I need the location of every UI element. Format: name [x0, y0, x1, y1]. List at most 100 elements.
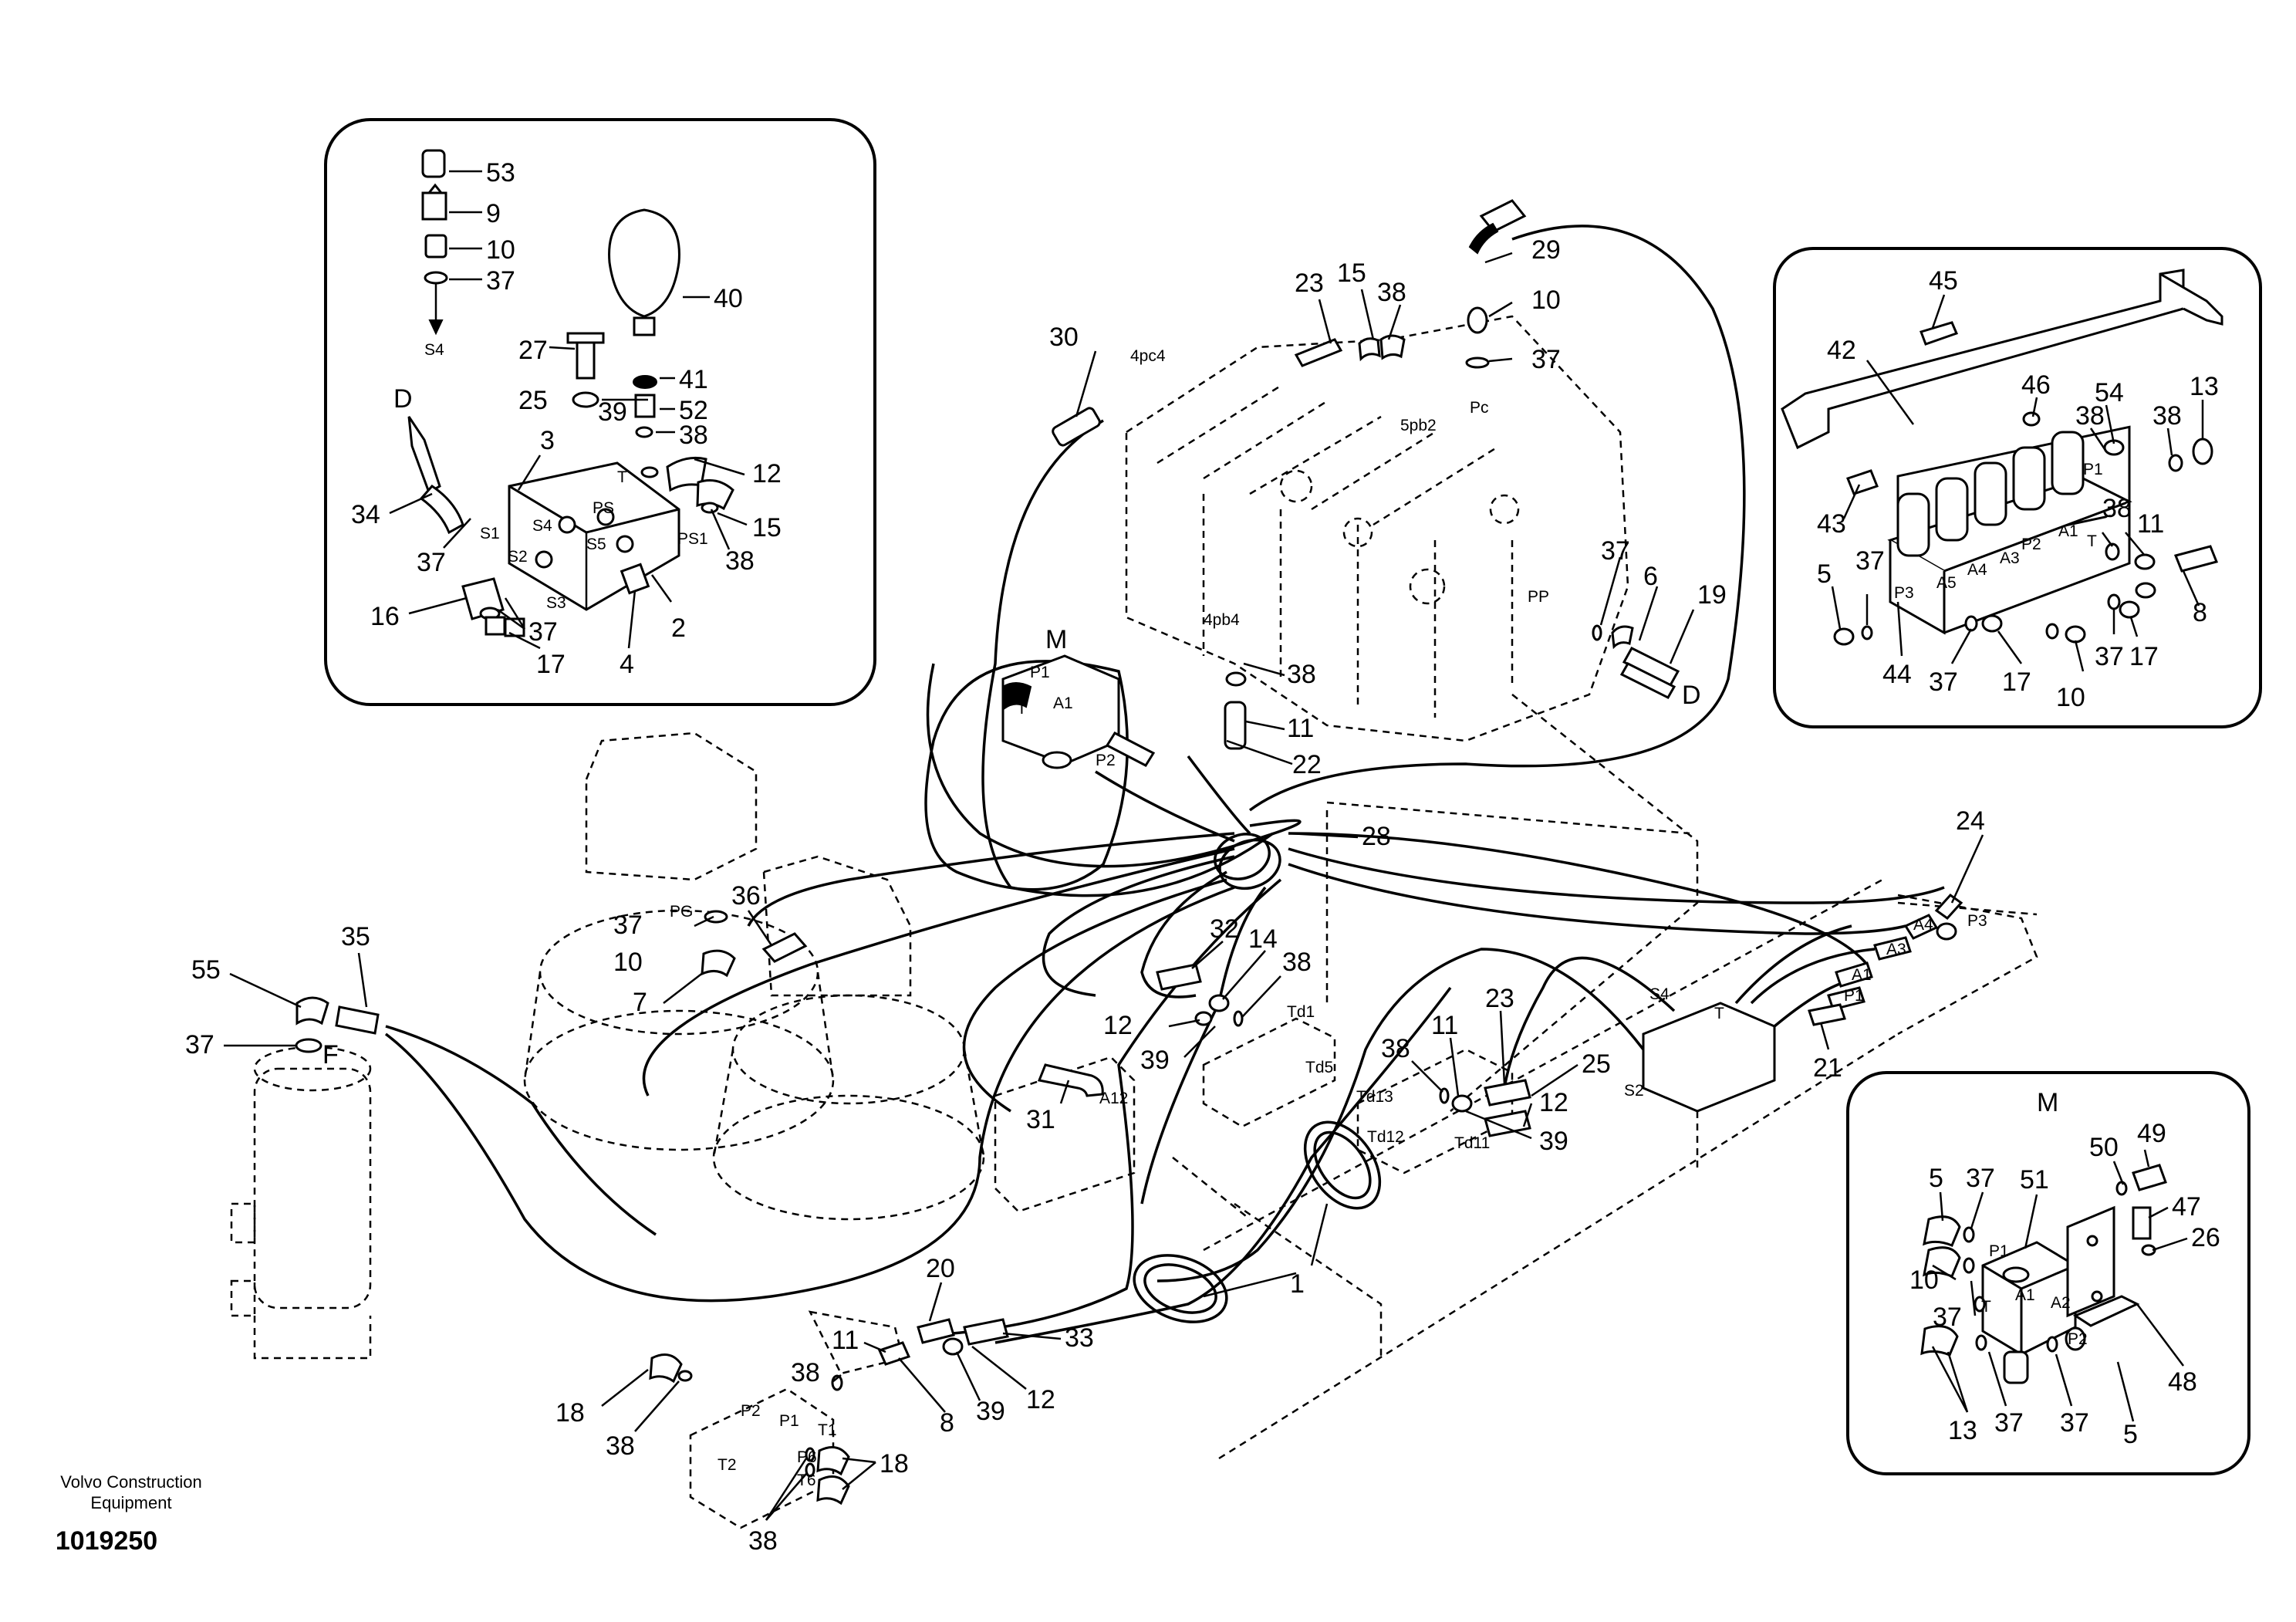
callout-2: 2	[671, 613, 686, 643]
callout-m: M	[1045, 625, 1067, 654]
port-a1: A1	[2015, 1286, 2035, 1304]
callout-35: 35	[341, 922, 370, 951]
callout-12: 12	[1103, 1011, 1133, 1040]
port-p1-right: P1	[1844, 987, 1864, 1005]
callout-33: 33	[1065, 1323, 1094, 1353]
port-a3: A3	[2000, 549, 2020, 567]
port-t: T	[2087, 532, 2097, 550]
callout-37: 37	[2060, 1408, 2089, 1438]
port-s5: S5	[586, 536, 606, 553]
callout-5: 5	[1929, 1164, 1943, 1193]
callout-39: 39	[976, 1397, 1005, 1426]
callout-40: 40	[714, 284, 743, 313]
callout-38: 38	[2152, 401, 2182, 431]
callout-25: 25	[518, 386, 548, 415]
port-pp: PP	[1528, 588, 1549, 606]
port-p1: P1	[1989, 1242, 2009, 1260]
callout-36: 36	[731, 881, 761, 911]
callout-15: 15	[752, 513, 782, 542]
callout-45: 45	[1929, 266, 1958, 296]
callout-39: 39	[1539, 1127, 1568, 1156]
callout-37: 37	[1994, 1408, 2024, 1438]
callout-46: 46	[2021, 370, 2051, 400]
callout-12: 12	[1026, 1385, 1055, 1414]
callout-38: 38	[1377, 278, 1406, 307]
port-s4-block: S4	[532, 517, 552, 535]
callout-31: 31	[1026, 1105, 1055, 1134]
callout-37: 37	[1933, 1303, 1962, 1332]
callout-20: 20	[926, 1254, 955, 1283]
main-callouts: 30 4pc4 23 15 38 29 10 37 Pc 5pb2 M P1 T…	[185, 235, 1987, 1556]
callout-38: 38	[725, 546, 755, 576]
callout-51: 51	[2020, 1165, 2049, 1195]
port-td5: Td5	[1305, 1059, 1333, 1076]
inset-top-left-parts	[407, 149, 734, 637]
callout-54: 54	[2095, 378, 2124, 407]
callout-26: 26	[2191, 1223, 2220, 1252]
callout-11: 11	[2137, 509, 2164, 539]
callout-38: 38	[679, 421, 708, 450]
callout-27: 27	[518, 336, 548, 365]
callout-38: 38	[2102, 494, 2132, 523]
port-s4: S4	[1649, 985, 1670, 1003]
port-p2-bottom: P2	[741, 1402, 761, 1420]
port-p3: P3	[1894, 584, 1914, 602]
callout-37: 37	[1966, 1164, 1995, 1193]
callout-18: 18	[555, 1398, 585, 1428]
port-ps1: PS1	[677, 530, 708, 548]
port-td13: Td13	[1356, 1088, 1393, 1106]
callout-4: 4	[620, 650, 634, 679]
callout-24: 24	[1956, 806, 1985, 836]
port-a5: A5	[1936, 574, 1957, 592]
callout-23: 23	[1295, 269, 1324, 298]
callout-f: F	[322, 1040, 339, 1070]
inset-top-right-callouts: 45 42 46 54 38 38 13 P1 43 38 11 T 5 37 …	[1817, 266, 2219, 712]
callout-30: 30	[1049, 323, 1079, 352]
main-fittings	[295, 199, 1963, 1505]
callout-19: 19	[1697, 580, 1727, 610]
callout-50: 50	[2089, 1133, 2119, 1162]
callout-d: D	[393, 384, 413, 414]
callout-44: 44	[1882, 660, 1912, 689]
inset-bottom-right-parts	[1920, 1164, 2167, 1384]
callout-37: 37	[185, 1030, 214, 1059]
callout-11: 11	[832, 1326, 859, 1355]
callout-9: 9	[486, 199, 501, 228]
credit-line-1: Volvo Construction	[60, 1472, 201, 1492]
callout-37: 37	[1855, 546, 1885, 576]
callout-15: 15	[1337, 259, 1366, 288]
callout-52: 52	[679, 396, 708, 425]
callout-37: 37	[528, 617, 558, 647]
callout-7: 7	[633, 988, 647, 1017]
main-assembly-outline	[230, 315, 2038, 1529]
callout-6: 6	[1643, 562, 1658, 591]
callout-37: 37	[2095, 642, 2124, 671]
callout-13: 13	[2190, 372, 2219, 401]
callout-17: 17	[2002, 667, 2031, 697]
callout-38: 38	[1287, 660, 1316, 689]
port-a4: A4	[1967, 561, 1987, 579]
port-a4: A4	[1913, 916, 1933, 934]
callout-37: 37	[486, 266, 515, 296]
callout-13: 13	[1948, 1416, 1977, 1445]
callout-8: 8	[940, 1408, 954, 1438]
inset-top-right-parts	[1781, 269, 2223, 646]
callout-34: 34	[351, 500, 380, 529]
port-s3: S3	[546, 594, 566, 612]
callout-38: 38	[791, 1358, 820, 1387]
callout-10: 10	[2056, 683, 2085, 712]
port-p1: P1	[2083, 461, 2103, 478]
inset-bottom-right-callouts: M 5 37 51 50 49 47 26 10 P1 A1 A2 37 T P…	[1909, 1088, 2220, 1449]
callout-21: 21	[1813, 1053, 1842, 1083]
port-p2: P2	[2021, 536, 2041, 553]
callout-38: 38	[2075, 401, 2105, 431]
port-t-right: T	[1714, 1005, 1724, 1022]
callout-8: 8	[2193, 598, 2207, 627]
callout-42: 42	[1827, 336, 1856, 365]
callout-5: 5	[1817, 559, 1832, 589]
callout-11: 11	[1287, 714, 1314, 743]
callout-10: 10	[613, 948, 643, 977]
callout-48: 48	[2168, 1367, 2197, 1397]
callout-39: 39	[1140, 1046, 1170, 1075]
callout-10: 10	[1909, 1265, 1939, 1295]
